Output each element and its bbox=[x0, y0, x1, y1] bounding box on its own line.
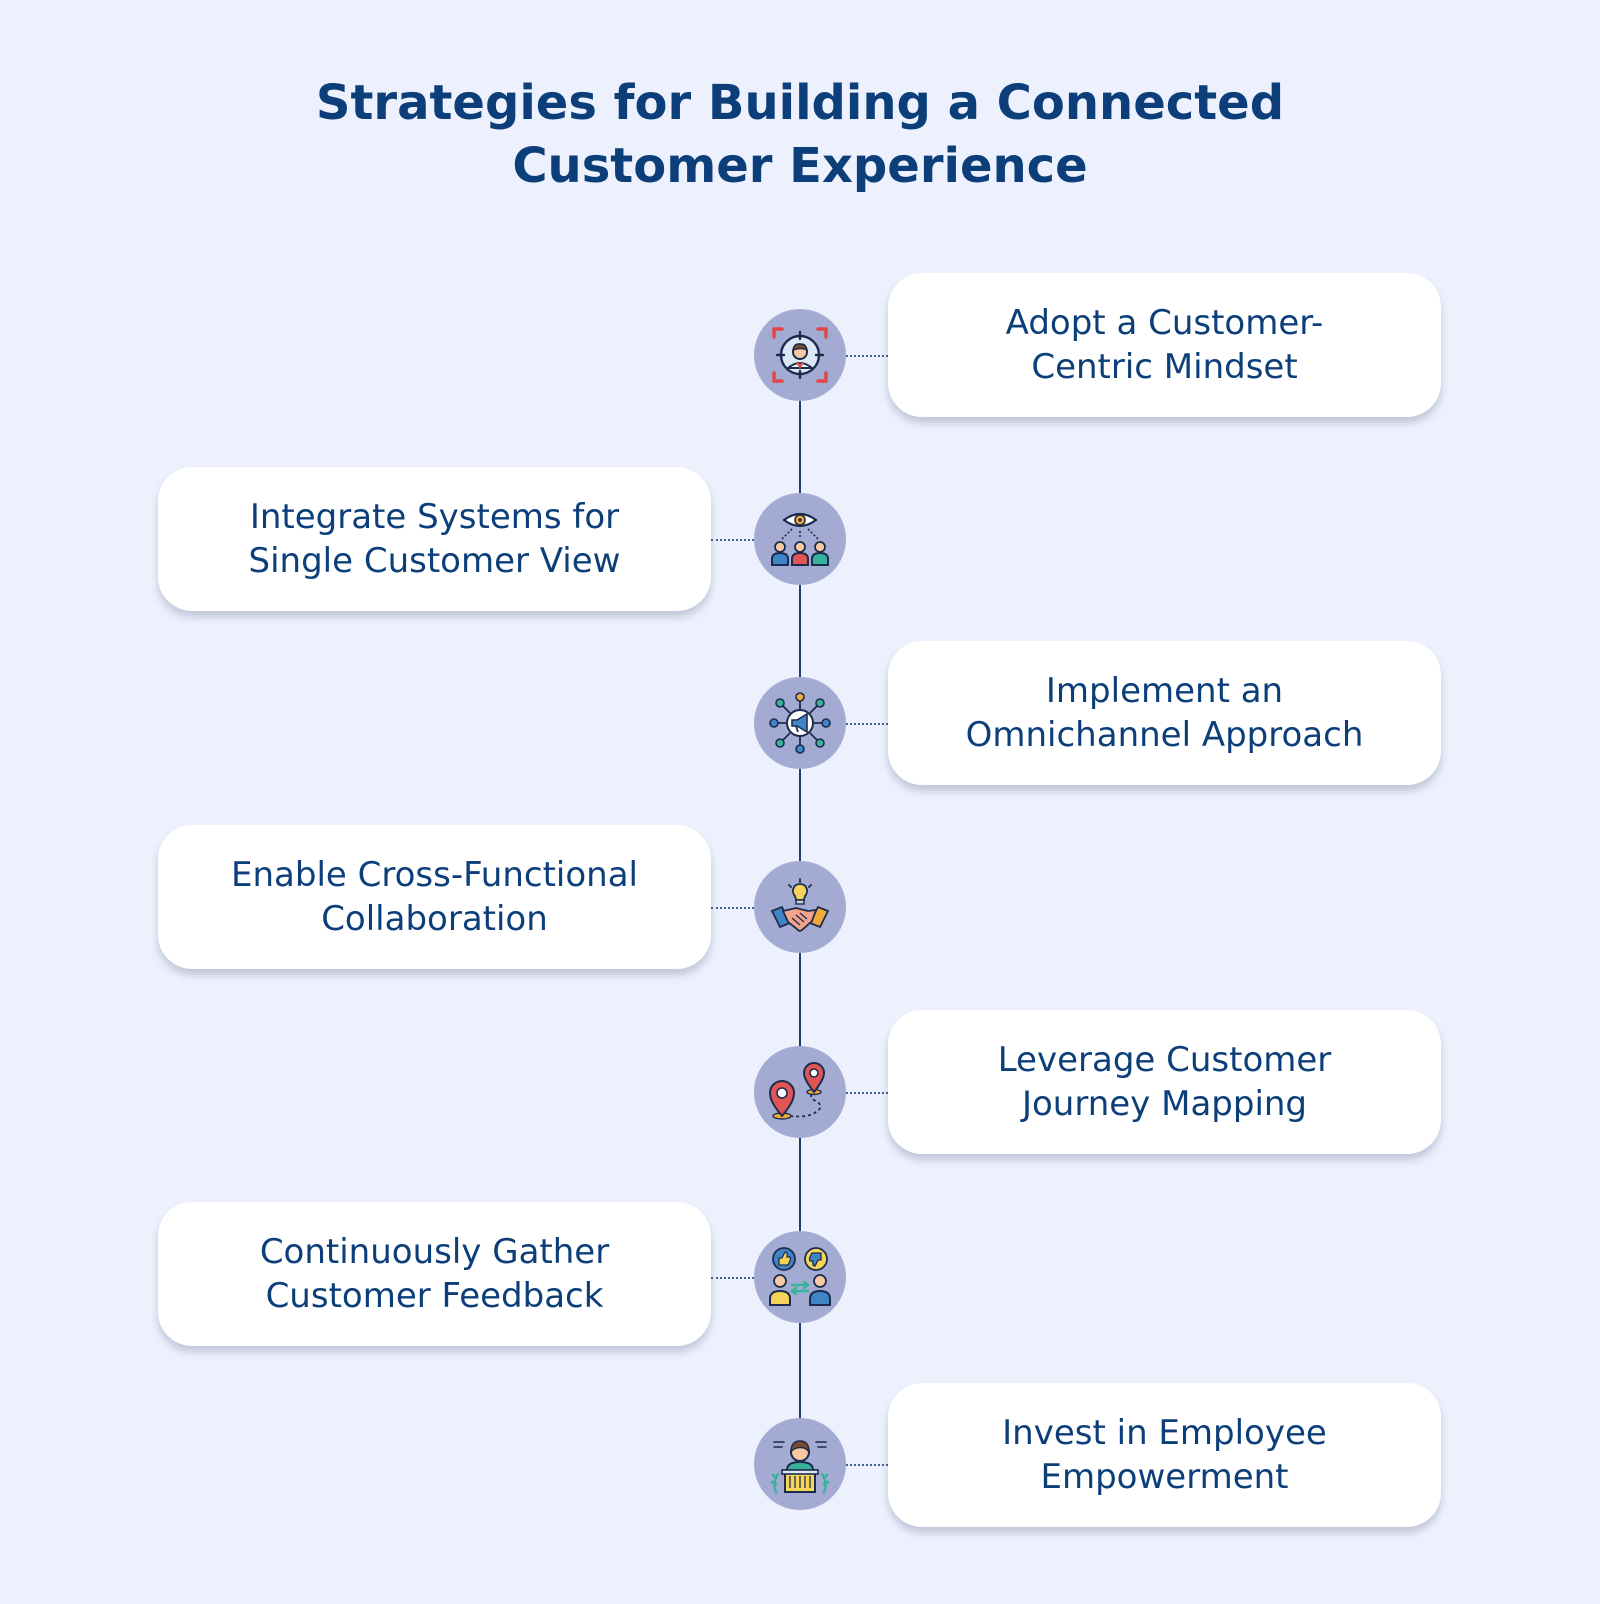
speaker-podium-icon bbox=[770, 1440, 830, 1494]
step-2-card: Integrate Systems for Single Customer Vi… bbox=[158, 467, 711, 611]
step-5-label: Leverage Customer Journey Mapping bbox=[997, 1040, 1332, 1124]
connector-1 bbox=[846, 355, 888, 357]
step-5-card: Leverage Customer Journey Mapping bbox=[888, 1010, 1441, 1154]
eye-over-people-icon bbox=[771, 512, 829, 566]
step-5-node bbox=[754, 1046, 846, 1138]
step-3-card: Implement an Omnichannel Approach bbox=[888, 641, 1441, 785]
step-7-node bbox=[754, 1418, 846, 1510]
step-2-label: Integrate Systems for Single Customer Vi… bbox=[248, 497, 621, 581]
page-title: Strategies for Building a Connected Cust… bbox=[315, 75, 1285, 194]
connector-7 bbox=[846, 1464, 888, 1466]
map-pin-route-icon bbox=[768, 1062, 826, 1120]
step-2-node bbox=[754, 493, 846, 585]
megaphone-network-icon bbox=[769, 692, 831, 754]
step-3-label: Implement an Omnichannel Approach bbox=[965, 671, 1364, 755]
step-6-node bbox=[754, 1231, 846, 1323]
step-4-card: Enable Cross-Functional Collaboration bbox=[158, 825, 711, 969]
step-4-node bbox=[754, 861, 846, 953]
step-7-label: Invest in Employee Empowerment bbox=[1002, 1413, 1327, 1497]
handshake-lightbulb-icon bbox=[770, 878, 830, 932]
step-7-card: Invest in Employee Empowerment bbox=[888, 1383, 1441, 1527]
connector-6 bbox=[711, 1277, 754, 1279]
step-1-node bbox=[754, 309, 846, 401]
step-4-label: Enable Cross-Functional Collaboration bbox=[231, 855, 638, 939]
step-1-card: Adopt a Customer- Centric Mindset bbox=[888, 273, 1441, 417]
connector-3 bbox=[846, 723, 888, 725]
step-1-label: Adopt a Customer- Centric Mindset bbox=[1005, 303, 1324, 387]
connector-2 bbox=[711, 539, 754, 541]
step-3-node bbox=[754, 677, 846, 769]
step-6-card: Continuously Gather Customer Feedback bbox=[158, 1202, 711, 1346]
connector-5 bbox=[846, 1092, 888, 1094]
step-6-label: Continuously Gather Customer Feedback bbox=[259, 1232, 610, 1316]
connector-4 bbox=[711, 907, 754, 909]
customer-target-icon bbox=[772, 327, 828, 383]
feedback-exchange-icon bbox=[769, 1247, 831, 1306]
